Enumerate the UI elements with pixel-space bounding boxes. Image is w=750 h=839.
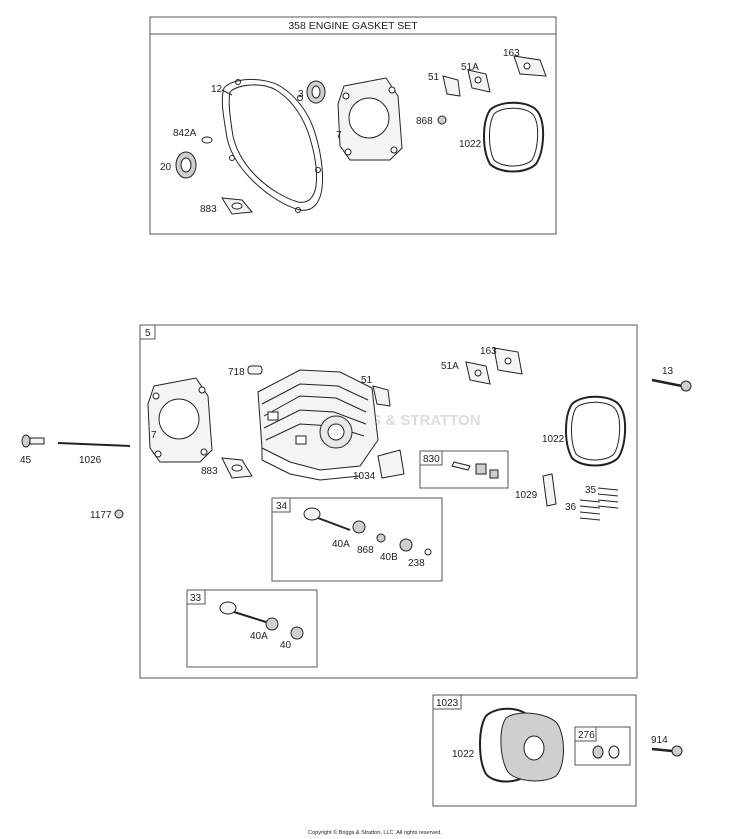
label-868: 868 [357, 545, 374, 556]
exhaust-valve-head [303, 507, 321, 521]
stud-nut [475, 463, 487, 475]
label-883: 883 [201, 466, 218, 477]
head-group-panel: 5 BRIGGS & STRATTON 7 718 51 [139, 324, 638, 679]
head-group-frame [139, 324, 638, 679]
part-45-stem [29, 437, 45, 445]
part-45 [21, 434, 31, 448]
label-40: 40 [280, 640, 292, 651]
label-1022-top: 1022 [459, 139, 482, 150]
retainer-40 [290, 626, 304, 640]
retainer-40a-intake [265, 617, 279, 631]
grommet-276 [592, 745, 604, 759]
box-33: 33 40A 40 [186, 589, 318, 668]
label-1034: 1034 [353, 471, 376, 482]
label-12: 12 [211, 84, 223, 95]
label-7-top: 7 [336, 130, 342, 141]
gasket-set-panel: 358 ENGINE GASKET SET 12 3 7 51 51A 163 [149, 16, 557, 235]
part-1177 [114, 509, 124, 519]
box-1023-frame [432, 694, 637, 807]
intake-valve-head [219, 601, 237, 615]
bolt-13 [680, 380, 692, 392]
label-20: 20 [160, 162, 172, 173]
label-3: 3 [298, 89, 304, 100]
box-34: 34 40A 868 40B 238 [271, 497, 443, 582]
box-label-33: 33 [190, 593, 202, 604]
label-1022: 1022 [542, 434, 565, 445]
box-label-34: 34 [276, 501, 288, 512]
retainer-40b [399, 538, 413, 552]
label-45: 45 [20, 455, 32, 466]
crankcase-gasket [221, 79, 323, 211]
part-868-top [437, 115, 447, 125]
rocker-stud [451, 461, 471, 471]
label-51a: 51A [441, 361, 459, 372]
deflector-1034 [377, 449, 405, 479]
small-gasket-51 [442, 75, 461, 97]
label-868-top: 868 [416, 116, 433, 127]
label-40a-intake: 40A [250, 631, 268, 642]
box-label-830: 830 [423, 454, 440, 465]
gasket-set-title: 358 ENGINE GASKET SET [288, 20, 418, 32]
label-40a: 40A [332, 539, 350, 550]
label-13: 13 [662, 366, 674, 377]
box-label-1023: 1023 [436, 698, 459, 709]
label-842a: 842A [173, 128, 197, 139]
gasket-51 [372, 385, 391, 407]
copyright-notice: Copyright © Briggs & Stratton, LLC. All … [308, 829, 442, 836]
label-36: 36 [565, 502, 577, 513]
box-276 [574, 726, 631, 766]
retainer-40a [352, 520, 366, 534]
valve-springs [579, 487, 619, 521]
label-1026: 1026 [79, 455, 102, 466]
label-1177: 1177 [90, 510, 112, 521]
box-label-276: 276 [578, 730, 595, 741]
keeper-238 [424, 548, 432, 556]
label-163: 163 [480, 346, 497, 357]
part-868 [376, 533, 386, 543]
outside-parts: 13 45 1026 1177 914 [20, 366, 692, 757]
label-914: 914 [651, 735, 668, 746]
bolt-914 [671, 745, 683, 757]
o-ring-842a [201, 136, 213, 144]
label-35: 35 [585, 485, 597, 496]
gasket-set-frame [149, 16, 557, 235]
box-830: 830 [419, 450, 509, 489]
label-51: 51 [361, 375, 373, 386]
label-51a-top: 51A [461, 62, 479, 73]
label-163-top: 163 [503, 48, 520, 59]
valve-cover-gasket [565, 395, 626, 467]
label-718: 718 [228, 367, 245, 378]
label-51-top: 51 [428, 72, 440, 83]
label-1022-cover: 1022 [452, 749, 475, 760]
label-238: 238 [408, 558, 425, 569]
label-883-top: 883 [200, 204, 217, 215]
rocker-1029 [542, 473, 557, 507]
dowel-pin-718 [247, 365, 263, 375]
valve-cover-gasket-top [483, 101, 544, 173]
label-1029: 1029 [515, 490, 538, 501]
washer-276 [608, 745, 620, 759]
stud-nut-2 [489, 469, 499, 479]
label-40b: 40B [380, 552, 398, 563]
box-1023: 1023 1022 276 [432, 694, 637, 807]
label-7: 7 [151, 430, 157, 441]
box-label-5: 5 [145, 328, 151, 339]
cylinder-head [257, 369, 379, 481]
